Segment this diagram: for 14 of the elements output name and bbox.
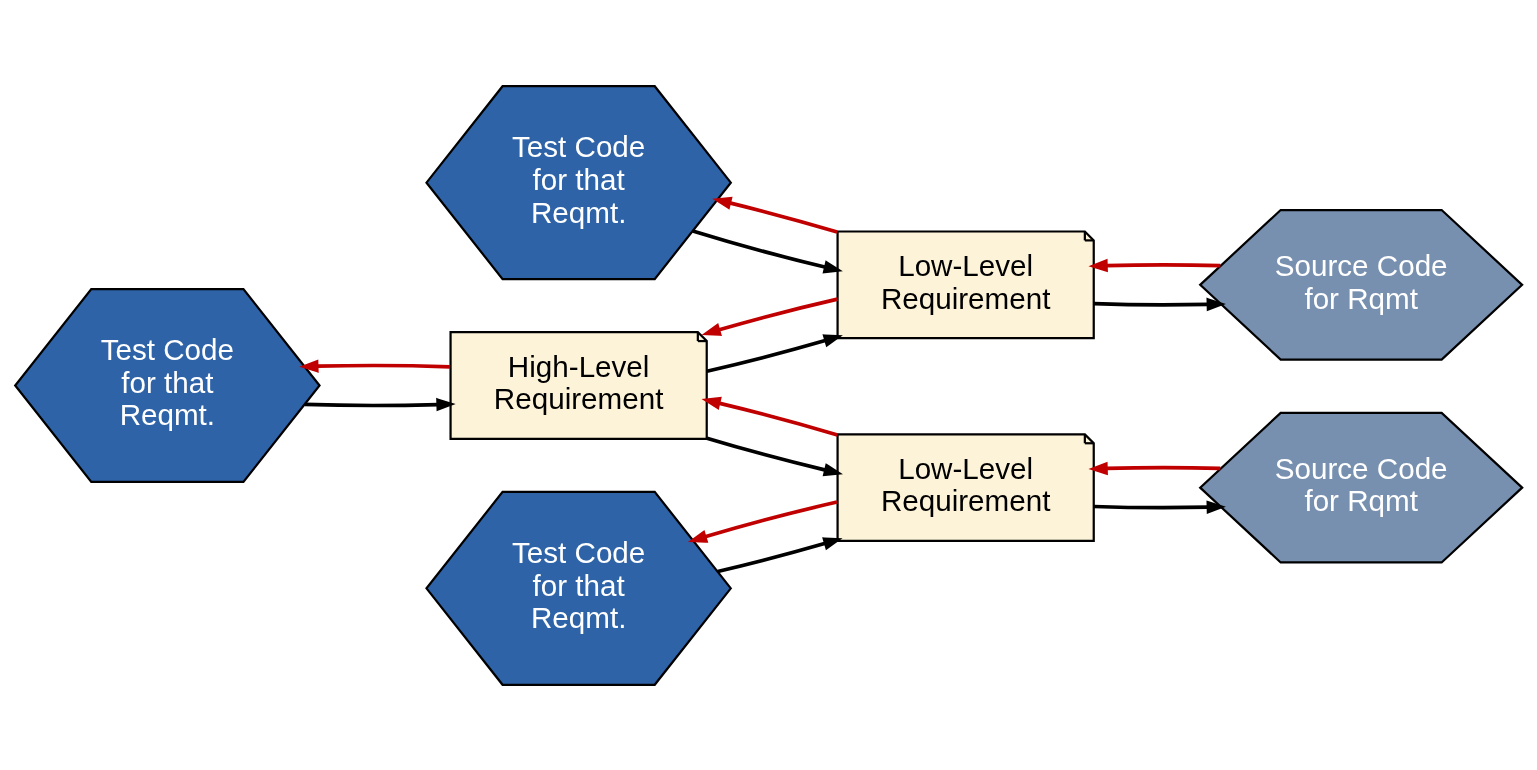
arrow xyxy=(706,435,843,476)
arrow xyxy=(1088,461,1221,475)
arrow xyxy=(706,333,843,373)
arrow xyxy=(701,296,838,336)
arrow xyxy=(717,536,843,573)
arrow xyxy=(1094,499,1226,514)
arrow xyxy=(304,397,456,411)
arrow xyxy=(692,228,843,273)
arrow xyxy=(712,196,838,234)
arrow xyxy=(1094,297,1226,311)
arrow xyxy=(687,499,838,543)
arrow xyxy=(1088,258,1221,272)
arrow xyxy=(299,358,451,373)
arrow xyxy=(701,396,839,437)
